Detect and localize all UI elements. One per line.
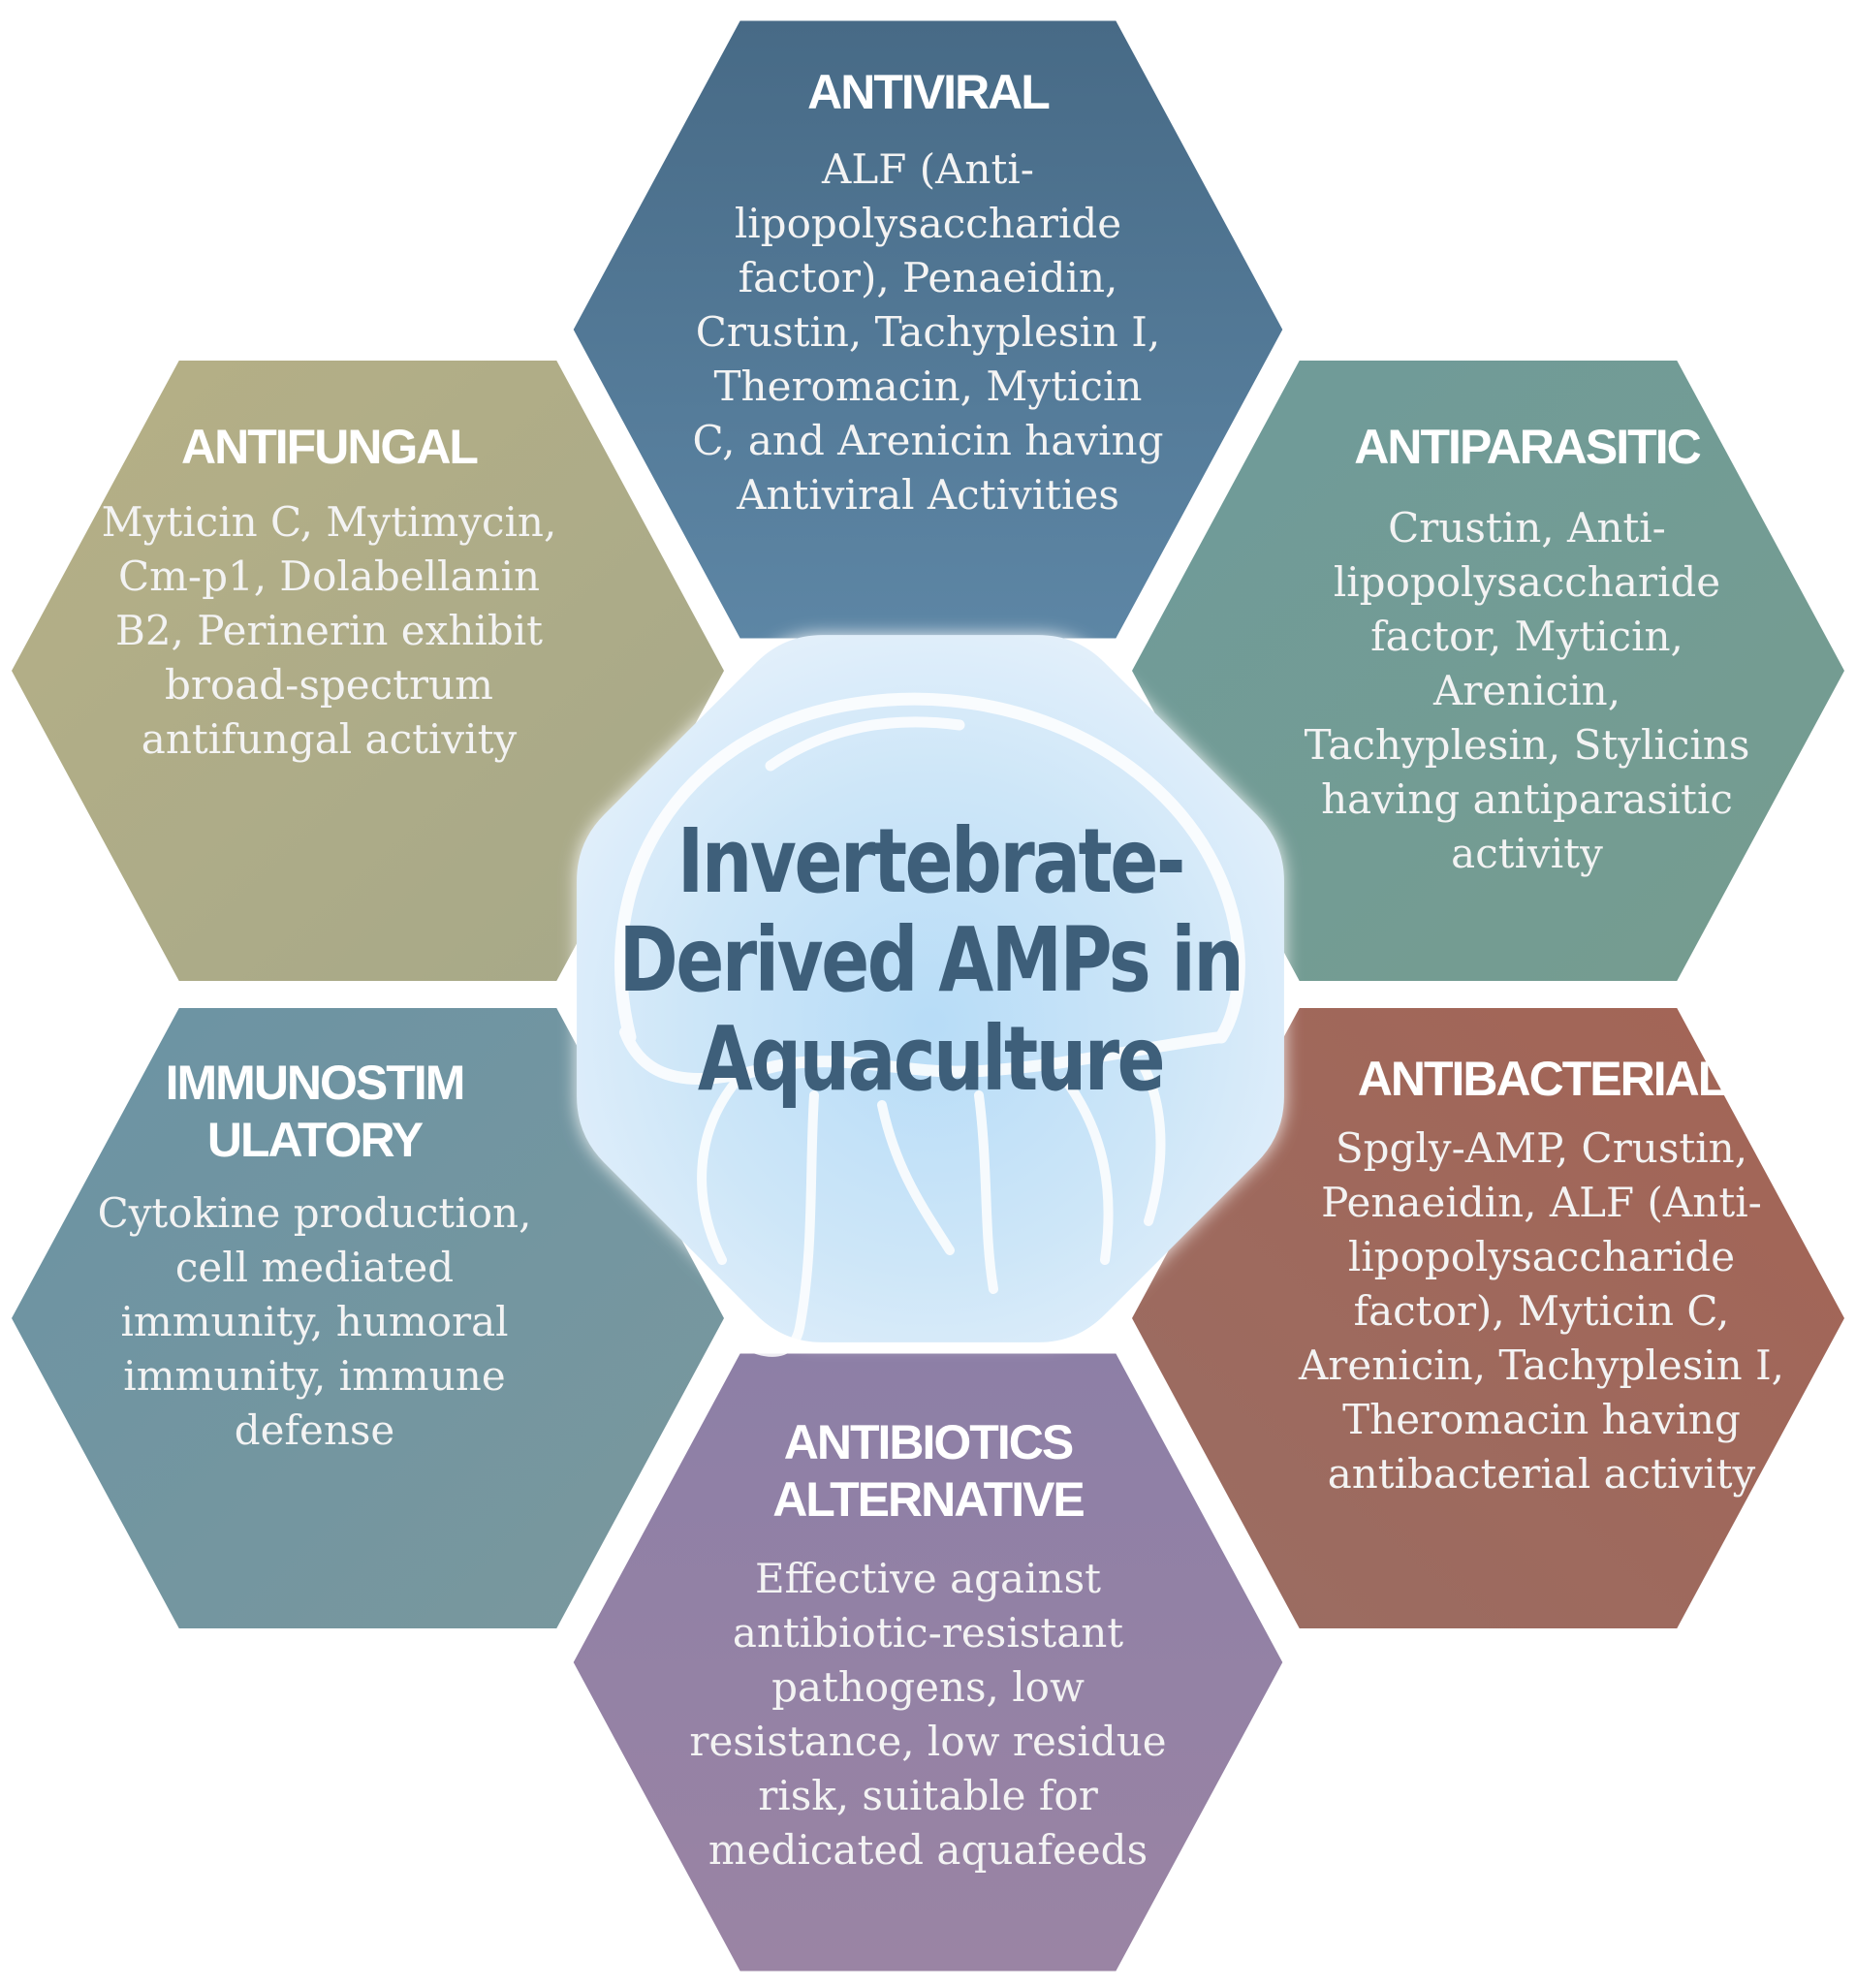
center-title: Invertebrate- Derived AMPs in Aquacultur… bbox=[618, 809, 1244, 1111]
hexagon-antibacterial-shape bbox=[1132, 1008, 1844, 1628]
antifungal-title: ANTIFUNGAL bbox=[181, 420, 479, 474]
immunostimulatory-title: IMMUNOSTIM ULATORY bbox=[165, 1056, 466, 1167]
hexagon-antiparasitic-shape bbox=[1132, 361, 1844, 981]
jellyfish-icon bbox=[614, 692, 1245, 1357]
antibiotics-alternative-title: ANTIBIOTICS ALTERNATIVE bbox=[772, 1415, 1085, 1527]
immunostimulatory-description: Cytokine production, cell mediated immun… bbox=[97, 1189, 532, 1454]
hexagon-immunostimulatory-shape bbox=[12, 1008, 724, 1628]
hexagon-antifungal: ANTIFUNGAL Myticin C, Mytimycin, Cm-p1, … bbox=[12, 361, 724, 981]
antiparasitic-title: ANTIPARASITIC bbox=[1354, 420, 1701, 474]
hexagon-antibiotics-alternative: ANTIBIOTICS ALTERNATIVE Effective agains… bbox=[570, 1350, 1286, 1974]
hexagon-antifungal-shape bbox=[12, 361, 724, 981]
antibiotics-alternative-description: Effective against antibiotic-resistant p… bbox=[689, 1555, 1167, 1874]
hexagon-antibiotics-alternative-shape bbox=[570, 1350, 1286, 1974]
center-octagon: Invertebrate- Derived AMPs in Aquacultur… bbox=[523, 591, 1337, 1386]
hexagon-antibacterial: ANTIBACTERIAL Spgly-AMP, Crustin, Penaei… bbox=[1132, 1008, 1844, 1628]
hexagon-immunostimulatory: IMMUNOSTIM ULATORY Cytokine production, … bbox=[12, 1008, 724, 1628]
antibacterial-title: ANTIBACTERIAL bbox=[1357, 1052, 1728, 1106]
antiviral-description: ALF (Anti- lipopolysaccharide factor), P… bbox=[692, 145, 1164, 519]
antiviral-title: ANTIVIRAL bbox=[807, 65, 1051, 119]
hexagon-antiviral-shape bbox=[570, 17, 1286, 642]
antibacterial-description: Spgly-AMP, Crustin, Penaeidin, ALF (Anti… bbox=[1298, 1124, 1785, 1498]
hexagon-antiparasitic: ANTIPARASITIC Crustin, Anti- lipopolysac… bbox=[1132, 361, 1844, 981]
antiparasitic-description: Crustin, Anti- lipopolysaccharide factor… bbox=[1304, 504, 1750, 877]
hexagon-antiviral: ANTIVIRAL ALF (Anti- lipopolysaccharide … bbox=[570, 17, 1286, 642]
antifungal-description: Myticin C, Mytimycin, Cm-p1, Dolabellani… bbox=[101, 498, 557, 763]
